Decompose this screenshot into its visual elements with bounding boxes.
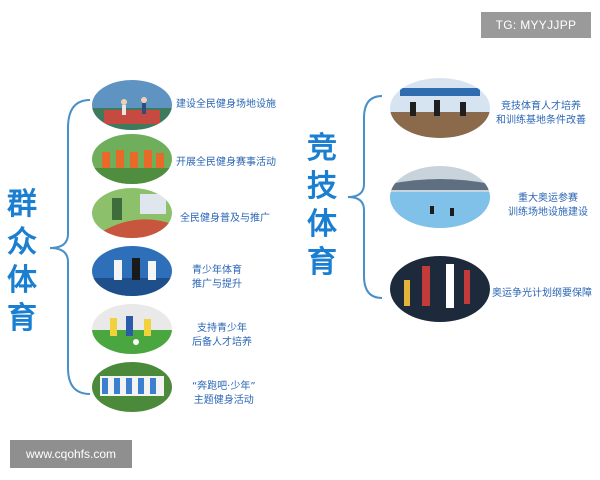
football-photo <box>92 304 172 354</box>
hockey-photo <box>92 246 172 296</box>
item-label-training-base: 竞技体育人才培养 和训练基地条件改善 <box>496 101 586 126</box>
watermark-top-right: TG: MYYJJPP <box>481 12 591 38</box>
skating-rink-photo <box>390 166 490 228</box>
left-title-char: 育 <box>7 301 37 336</box>
right-title-char: 体 <box>307 207 337 242</box>
item-label-track: 全民健身普及与推广 <box>180 213 270 224</box>
court-photo <box>92 80 172 130</box>
watermark-bottom-left: www.cqohfs.com <box>10 440 132 468</box>
item-label-gymnastics: 奥运争光计划纲要保障 <box>492 288 592 299</box>
item-label-youth-run: “奔跑吧·少年” 主题健身活动 <box>192 381 256 406</box>
item-label-hockey: 青少年体育 推广与提升 <box>192 265 242 290</box>
right-title-char: 技 <box>307 169 337 204</box>
right-group-title: 竞 技 体 育 <box>302 130 342 282</box>
right-bracket <box>347 95 383 299</box>
gymnastics-photo <box>390 256 490 322</box>
dance-photo <box>92 134 172 184</box>
left-bracket <box>49 99 91 395</box>
left-title-char: 众 <box>7 225 37 260</box>
right-title-char: 竞 <box>307 131 337 166</box>
item-label-court: 建设全民健身场地设施 <box>176 99 276 110</box>
track-photo <box>92 188 172 238</box>
left-title-char: 体 <box>7 263 37 298</box>
item-label-skating-rink: 重大奥运参赛 训练场地设施建设 <box>508 193 588 218</box>
youth-team-photo <box>92 362 172 412</box>
right-title-char: 育 <box>307 245 337 280</box>
item-label-football: 支持青少年 后备人才培养 <box>192 323 252 348</box>
training-base-photo <box>390 78 490 138</box>
left-title-char: 群 <box>7 187 37 222</box>
left-group-title: 群 众 体 育 <box>2 186 42 338</box>
item-label-dance: 开展全民健身赛事活动 <box>176 157 276 168</box>
